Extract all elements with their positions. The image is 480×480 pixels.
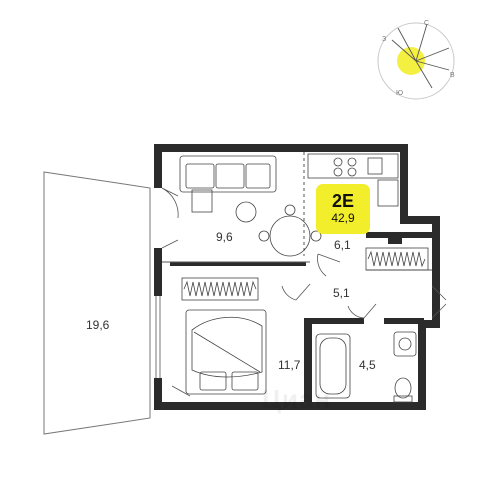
wardrobe-hallway — [365, 247, 429, 271]
apartment-badge: 2E 42,9 — [316, 184, 370, 234]
wardrobe-bedroom — [181, 277, 259, 301]
compass-south-label: Ю — [396, 90, 404, 97]
compass — [377, 22, 455, 100]
apartment-type: 2E — [331, 191, 355, 211]
walls — [154, 144, 440, 410]
bathroom-fixtures — [315, 331, 417, 403]
bathroom-area-label: 4,5 — [359, 358, 376, 372]
bed — [185, 309, 267, 395]
bedroom-area-label: 11,7 — [278, 358, 301, 372]
kitchen-counter — [307, 153, 399, 207]
kitchen-area-label: 6,1 — [334, 238, 351, 252]
living-furniture — [179, 155, 322, 257]
living-room-area-label: 9,6 — [216, 230, 233, 244]
terrace-area-label: 19,6 — [86, 318, 110, 332]
doors — [161, 187, 447, 397]
terrace-outline — [43, 171, 151, 435]
watermark: Циан — [262, 384, 332, 414]
partitions — [162, 152, 432, 271]
windows — [155, 296, 161, 378]
hallway-area-label: 5,1 — [333, 286, 350, 300]
apartment-total-area: 42,9 — [331, 211, 355, 225]
compass-north-label: С — [424, 20, 430, 27]
compass-east-label: В — [450, 72, 455, 79]
compass-west-label: З — [382, 36, 387, 43]
